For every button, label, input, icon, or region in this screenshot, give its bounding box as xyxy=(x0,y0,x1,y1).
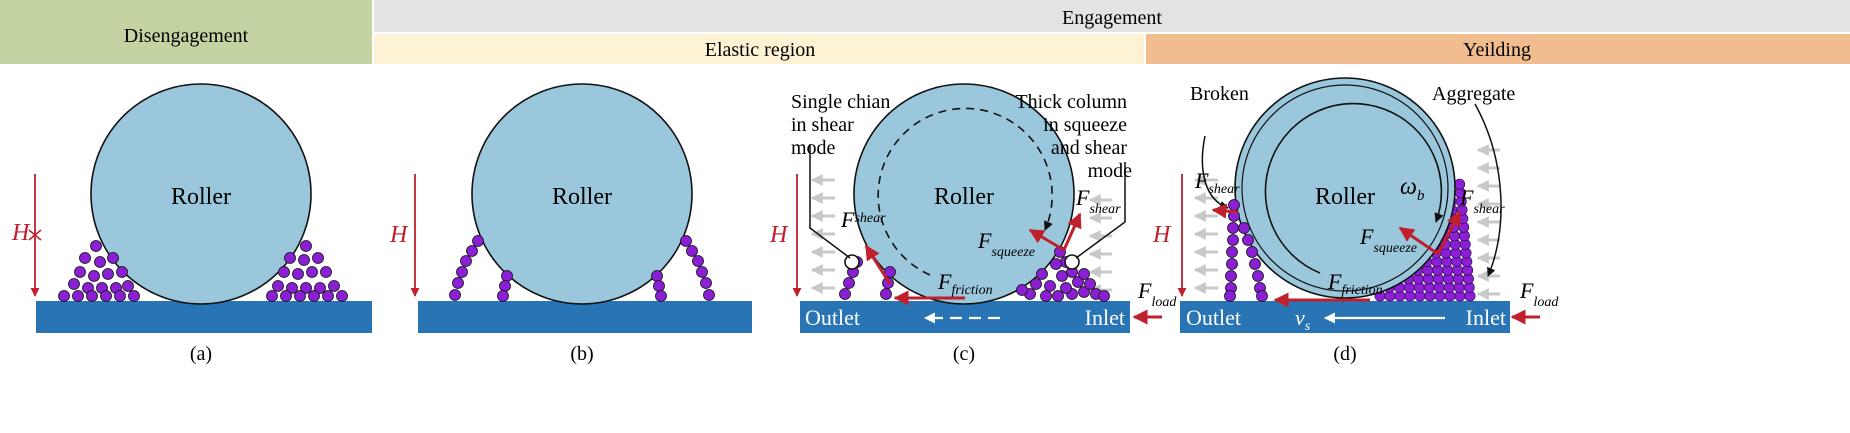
caption: (b) xyxy=(570,343,593,365)
engagement-label: Engagement xyxy=(1062,7,1162,29)
height-label: H xyxy=(11,220,31,246)
force-shear-left-arrow xyxy=(1211,203,1239,219)
engagement-band xyxy=(374,0,1850,32)
force-shear-left-label: Fshear xyxy=(840,207,886,232)
force-squeeze-arrow xyxy=(1398,226,1439,256)
disengagement-band xyxy=(0,0,372,64)
height-label: H xyxy=(389,222,409,248)
panel-c: Roller H Single chian in shear mode Thic… xyxy=(769,83,1177,365)
base-plate xyxy=(418,301,752,333)
force-squeeze-label: Fsqueeze xyxy=(977,228,1035,260)
rotation-dashed-arc xyxy=(877,107,1053,276)
annotation-leader-right xyxy=(1075,162,1126,259)
force-squeeze-label: Fsqueeze xyxy=(1359,224,1417,256)
roller-label: Roller xyxy=(934,184,994,210)
roller xyxy=(1234,77,1456,299)
roller xyxy=(471,83,693,305)
header: Disengagement Engagement Elastic region … xyxy=(0,0,1850,64)
panel-b: Roller H (b) xyxy=(389,83,752,365)
height-label: H xyxy=(769,222,789,248)
annotation-left: Single chian in shear mode xyxy=(791,91,895,159)
force-shear-right-arrow xyxy=(1436,210,1462,255)
inlet-label: Inlet xyxy=(1085,305,1125,330)
roller-label: Roller xyxy=(552,184,612,210)
force-shear-left-label: Fshear xyxy=(1194,168,1240,197)
roller xyxy=(853,83,1075,305)
particle-pile-right xyxy=(266,240,348,302)
omega-label: ωb xyxy=(1400,174,1425,204)
inlet-label: Inlet xyxy=(1466,305,1506,330)
force-friction-label: Ffriction xyxy=(937,269,993,298)
annotation-aggregate: Aggregate xyxy=(1432,83,1515,105)
rotation-arc xyxy=(1264,102,1444,274)
elastic-region-band xyxy=(374,34,1144,64)
yielding-band xyxy=(1146,34,1850,64)
caption: (c) xyxy=(953,343,975,365)
velocity-label: vs xyxy=(1295,305,1311,334)
caption: (d) xyxy=(1333,343,1356,365)
roller-label: Roller xyxy=(1315,184,1375,210)
annotation-broken: Broken xyxy=(1190,83,1249,105)
force-load-label: Fload xyxy=(1137,278,1177,310)
panel-d: Roller ωb H Broken Aggregate Fshear Fshe… xyxy=(1152,77,1559,365)
force-load-label: Fload xyxy=(1519,278,1559,310)
roller-label: Roller xyxy=(171,184,231,210)
base-plate xyxy=(800,301,1130,333)
outlet-label: Outlet xyxy=(1186,305,1241,330)
yielding-label: Yeilding xyxy=(1463,39,1531,61)
force-shear-right-label: Fshear xyxy=(1459,185,1505,217)
height-tick xyxy=(28,229,42,241)
outlet-label: Outlet xyxy=(805,305,860,330)
elastic-region-label: Elastic region xyxy=(705,39,816,61)
particle-column-right xyxy=(1016,246,1110,302)
force-friction-label: Ffriction xyxy=(1327,269,1383,298)
height-label: H xyxy=(1152,222,1172,248)
force-shear-right-label: Fshear xyxy=(1075,185,1121,217)
annotation-leader-aggregate xyxy=(1474,103,1502,277)
particle-chains xyxy=(449,235,715,302)
contact-node-left xyxy=(844,254,860,270)
caption: (a) xyxy=(190,343,212,365)
roller xyxy=(90,83,312,305)
force-squeeze-arrow xyxy=(1028,228,1065,252)
base-plate xyxy=(36,301,372,333)
particle-pile-left xyxy=(58,240,140,302)
annotation-leader-left xyxy=(809,144,851,259)
load-flow-arrows xyxy=(810,174,1112,296)
roller-inner-ring xyxy=(1241,84,1449,292)
force-shear-right-arrow xyxy=(1062,212,1082,251)
force-shear-left-arrow xyxy=(864,244,892,285)
annotation-right: Thick column in squeeze and shear mode xyxy=(1015,91,1132,182)
panel-a: Roller H (a) xyxy=(11,83,372,365)
disengagement-label: Disengagement xyxy=(124,25,249,47)
contact-node-right xyxy=(1064,254,1080,270)
